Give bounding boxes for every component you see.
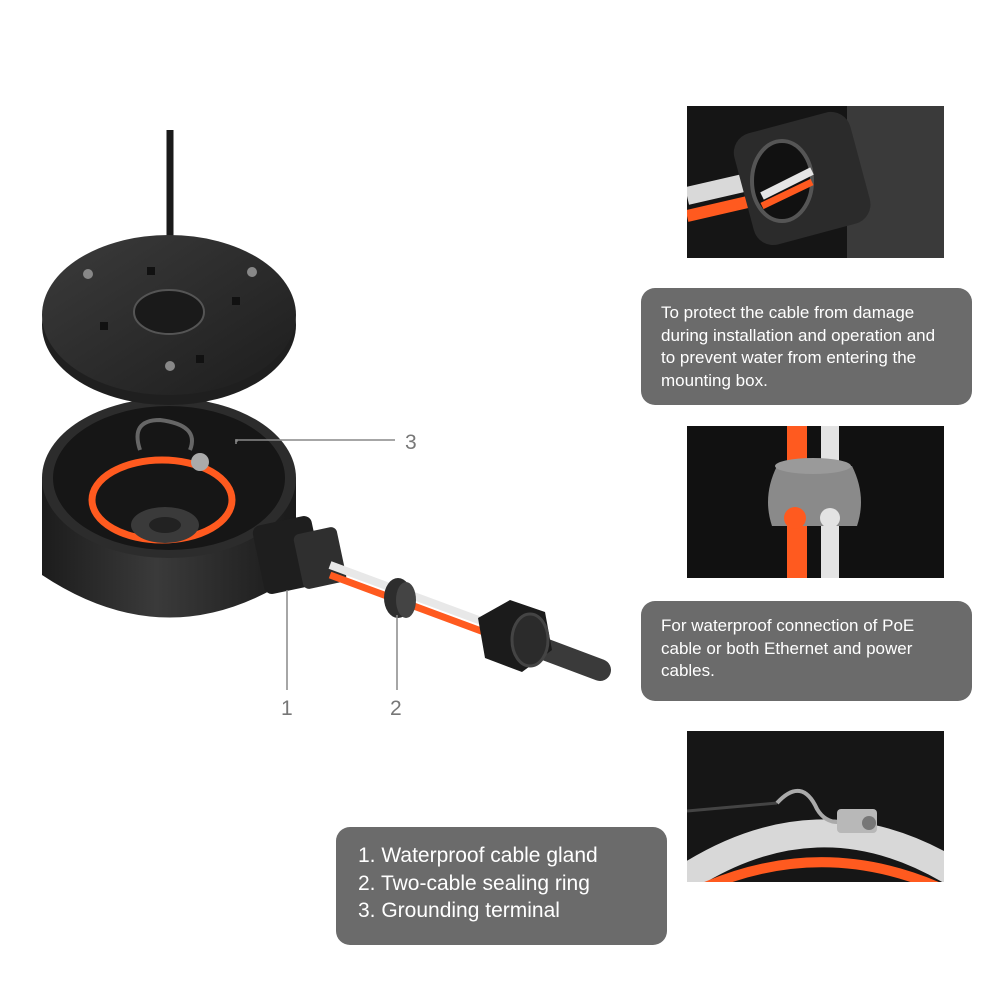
side-cable-gland (252, 516, 347, 594)
hex-nut (478, 600, 552, 672)
legend-item-cable-gland: 1. Waterproof cable gland (358, 844, 598, 867)
cable-gland-caption: To protect the cable from damage during … (641, 288, 972, 405)
sealing-ring-caption: For waterproof connection of PoE cable o… (641, 601, 972, 701)
callout-1: 1 (281, 697, 293, 720)
grounding-terminal-photo (687, 731, 944, 882)
junction-box-illustration (42, 130, 611, 690)
leader-lines (235, 439, 398, 690)
legend-item-sealing-ring: 2. Two-cable sealing ring (358, 871, 590, 895)
legend-box: 1. Waterproof cable gland 2. Two-cable s… (336, 827, 667, 945)
callout-3: 3 (405, 431, 417, 454)
mounting-box-base (42, 398, 296, 618)
legend-item-grounding-terminal: 3. Grounding terminal (358, 899, 560, 922)
mounting-box-lid (42, 235, 296, 405)
callout-2: 2 (390, 697, 402, 720)
cable-gland-photo (687, 106, 944, 258)
outgoing-cables (328, 561, 611, 681)
two-cable-sealing-ring (384, 578, 416, 618)
sealing-ring-photo (687, 426, 944, 578)
